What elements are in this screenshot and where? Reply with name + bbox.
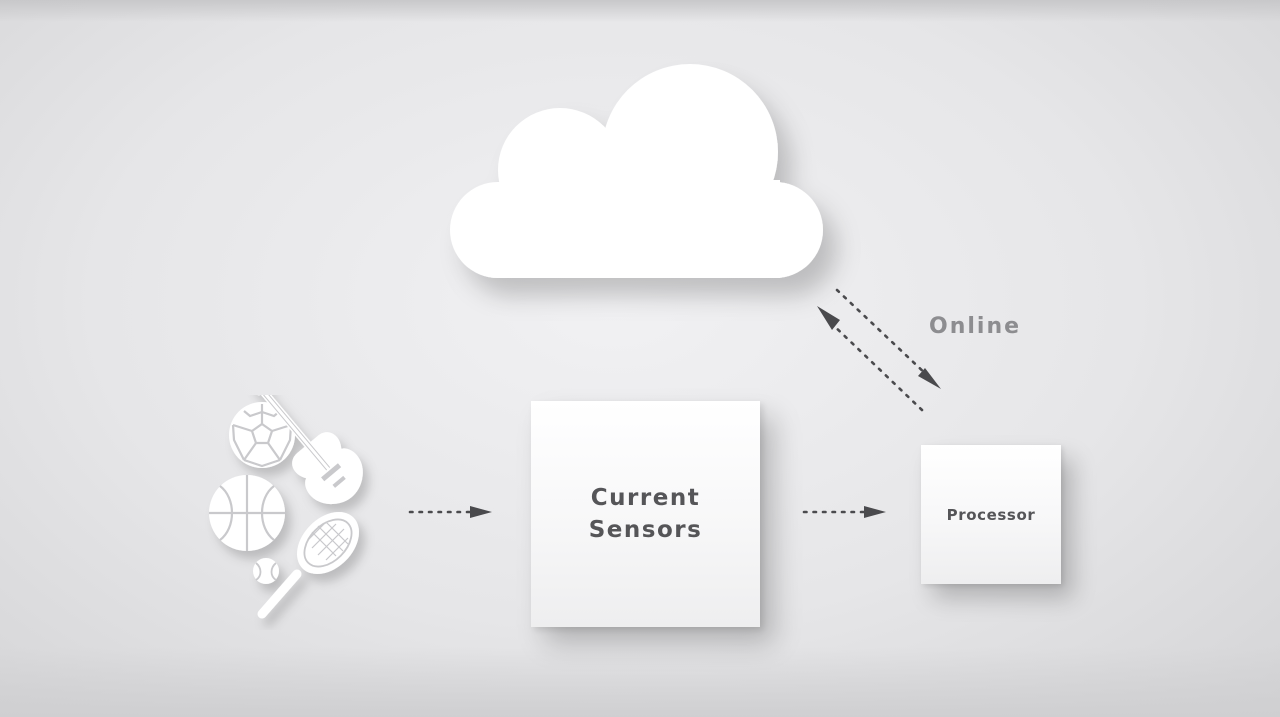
sensors-label-line1: Current (590, 485, 701, 511)
sensors-label-line2: Sensors (588, 517, 703, 543)
guitar-icon (248, 395, 363, 505)
arrow-activities-to-sensors (408, 506, 492, 518)
processor-node: Processor (921, 445, 1061, 584)
bottom-vignette (0, 647, 1280, 717)
arrow-cloud-to-processor (835, 288, 941, 389)
tennis-racket-icon (257, 512, 359, 619)
arrow-sensors-to-processor (802, 506, 886, 518)
arrow-cloud-processor-pair (817, 288, 941, 412)
basketball-icon (209, 475, 285, 551)
cloud-icon (450, 64, 823, 278)
online-label: Online (929, 314, 1022, 339)
current-sensors-node: Current Sensors (531, 401, 760, 627)
top-vignette (0, 0, 1280, 22)
activities-icons (209, 395, 363, 619)
current-sensors-label: Current Sensors (589, 482, 703, 546)
arrow-processor-to-cloud (817, 306, 924, 412)
processor-label: Processor (946, 505, 1036, 524)
tennis-ball-icon (253, 558, 279, 584)
